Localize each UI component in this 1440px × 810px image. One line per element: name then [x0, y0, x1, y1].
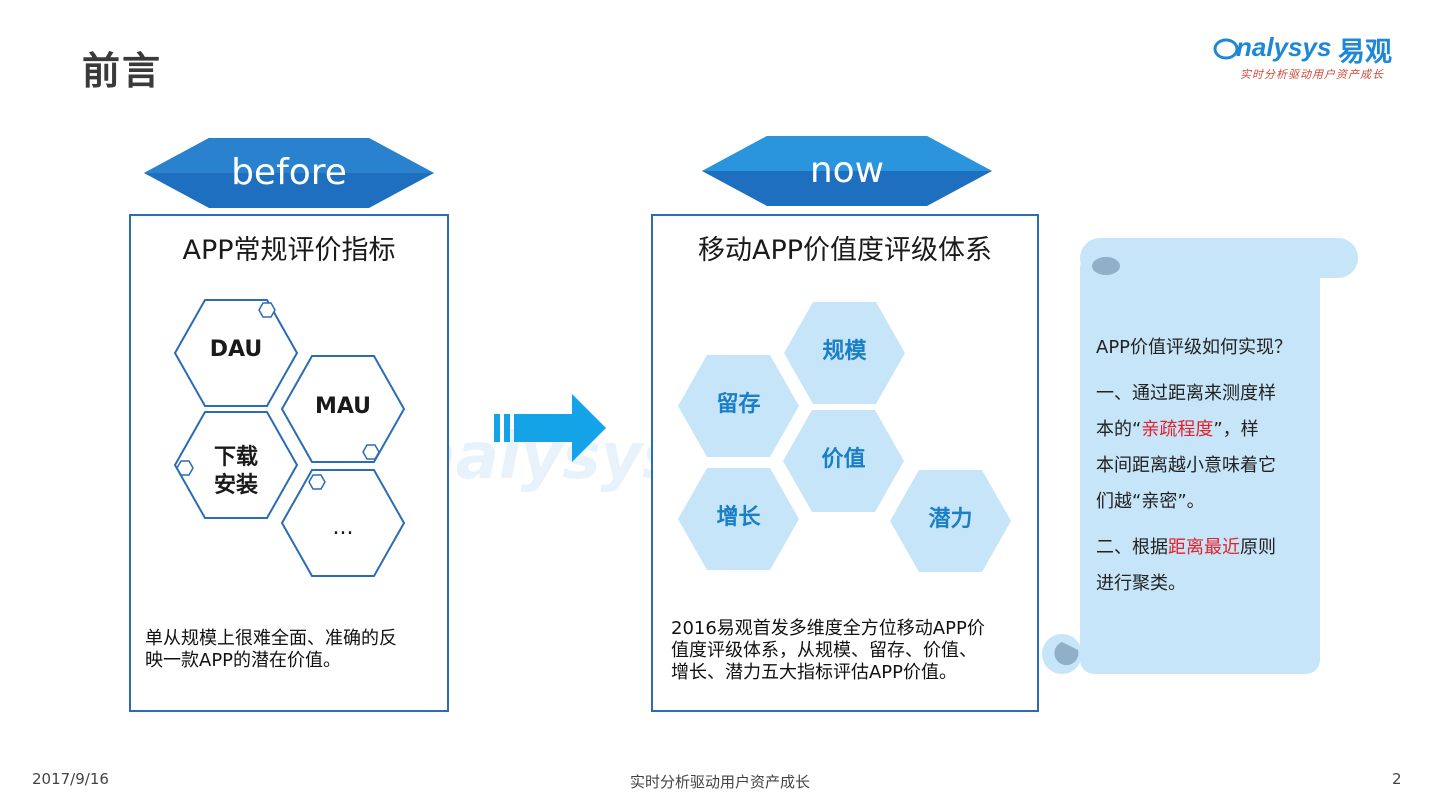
note-text: APP价值评级如何实现？ 一、通过距离来测度样 本的“亲疏程度”，样 本间距离越…	[1096, 330, 1316, 602]
left-desc-line: 映一款APP的潜在价值。	[145, 650, 342, 671]
note-line: 本的“亲疏程度”，样	[1096, 412, 1316, 448]
left-desc: 单从规模上很难全面、准确的反 映一款APP的潜在价值。	[145, 628, 445, 672]
hex-mau	[280, 355, 406, 463]
left-panel: APP常规评价指标 DAU MAU 下载 安装 ... 单从规模上很难全面、准确…	[129, 214, 449, 712]
left-desc-line: 单从规模上很难全面、准确的反	[145, 628, 397, 649]
hex-value-label: 价值	[821, 447, 866, 472]
note-question: APP价值评级如何实现？	[1096, 337, 1293, 358]
hex-more-label: ...	[332, 515, 354, 540]
hex-growth	[678, 468, 799, 570]
right-desc-line: 2016易观首发多维度全方位移动APP价	[671, 618, 985, 639]
right-panel: 移动APP价值度评级体系 规模 留存 价值 增长 潜力 2016易观首发多维度全…	[651, 214, 1039, 712]
note-text-span: 原则	[1240, 537, 1276, 558]
right-panel-title: 移动APP价值度评级体系	[697, 235, 993, 266]
hex-retention-label: 留存	[716, 392, 761, 417]
note-line: 二、根据距离最近原则	[1096, 530, 1316, 566]
note-text-span: ”，样	[1213, 419, 1259, 440]
hex-value	[783, 410, 904, 512]
note-line: 一、通过距离来测度样	[1096, 383, 1276, 404]
note-text-span: 二、根据	[1096, 537, 1168, 558]
hex-download	[173, 411, 299, 519]
small-hex	[176, 460, 194, 476]
now-banner	[702, 136, 992, 206]
hex-dau-label: DAU	[209, 337, 263, 362]
right-desc-line: 增长、潜力五大指标评估APP价值。	[671, 662, 958, 683]
page-number: 2	[1392, 770, 1402, 788]
small-hex	[308, 474, 326, 490]
scroll-note	[1042, 238, 1358, 674]
right-desc-line: 值度评级体系，从规模、留存、价值、	[671, 640, 977, 661]
note-line: 本间距离越小意味着它	[1096, 455, 1276, 476]
now-banner-label: now	[809, 150, 885, 191]
hex-dau	[173, 299, 299, 407]
hex-potential	[890, 470, 1011, 572]
logo-cn: 易观	[1338, 37, 1392, 68]
hex-scale-label: 规模	[822, 339, 867, 364]
hex-more	[280, 469, 406, 577]
right-arrow-icon	[494, 394, 606, 462]
note-text-span: 本的“	[1096, 419, 1142, 440]
hex-download-label: 下载 安装	[213, 445, 258, 498]
left-hex-cluster	[173, 299, 406, 577]
footer-center: 实时分析驱动用户资产成长	[629, 773, 810, 791]
small-hex	[258, 302, 276, 318]
small-hex	[362, 444, 380, 460]
highlight-text: 亲疏程度	[1141, 419, 1214, 440]
hex-mau-label: MAU	[314, 394, 372, 419]
logo	[1210, 28, 1410, 88]
before-banner	[144, 138, 434, 208]
right-desc: 2016易观首发多维度全方位移动APP价 值度评级体系，从规模、留存、价值、 增…	[671, 618, 1031, 684]
logo-tagline: 实时分析驱动用户资产成长	[1240, 68, 1384, 81]
note-line: 们越“亲密”。	[1096, 491, 1205, 512]
highlight-text: 距离最近	[1168, 537, 1240, 558]
hex-potential-label: 潜力	[928, 507, 973, 532]
page-title: 前言	[82, 49, 163, 93]
logo-word: nalysys	[1236, 32, 1332, 62]
before-banner-label: before	[231, 152, 347, 193]
note-line: 进行聚类。	[1096, 573, 1186, 594]
hex-retention	[678, 355, 799, 457]
footer-date: 2017/9/16	[32, 770, 109, 788]
right-hex-cluster	[678, 302, 1011, 572]
left-panel-title: APP常规评价指标	[182, 235, 396, 266]
logo-swoosh-icon	[1213, 38, 1239, 60]
hex-scale	[784, 302, 905, 404]
hex-growth-label: 增长	[716, 505, 761, 530]
